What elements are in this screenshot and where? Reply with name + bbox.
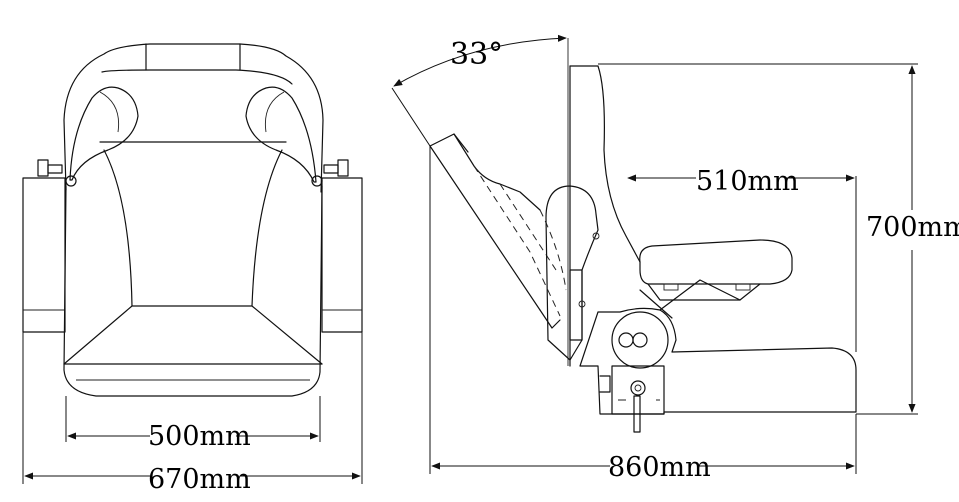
side-dimensions: 700mm 510mm 860mm 33° [391,34,959,483]
front-view [22,43,363,397]
side-height-label: 700mm [866,212,959,243]
suspension-base [579,307,857,415]
side-seat-cushion [639,239,793,285]
pivot-disc [611,311,669,369]
front-outer-width-label: 670mm [148,464,251,495]
side-view [429,38,857,433]
reclined-backrest-outline [429,133,541,211]
left-bolt-icon [37,159,77,187]
front-dimensions: 500mm 670mm [22,332,363,495]
side-seat-depth-label: 510mm [696,166,799,197]
left-slide-rail [22,177,66,333]
adjuster-knob-icon [630,380,646,396]
left-armrest-pad [69,86,139,181]
right-bolt-icon [311,159,349,187]
recline-angle-label: 33° [450,37,503,72]
adjuster-lever [633,395,641,433]
adjuster-housing [611,365,665,415]
right-slide-rail [321,177,363,333]
side-armrest [545,185,599,361]
side-total-depth-label: 860mm [608,452,711,483]
front-inner-width-label: 500mm [148,421,251,452]
right-armrest-pad [245,86,317,183]
front-backrest-outline [63,43,324,193]
front-seat-cushion [63,185,323,397]
upright-backrest-outline [569,65,641,263]
